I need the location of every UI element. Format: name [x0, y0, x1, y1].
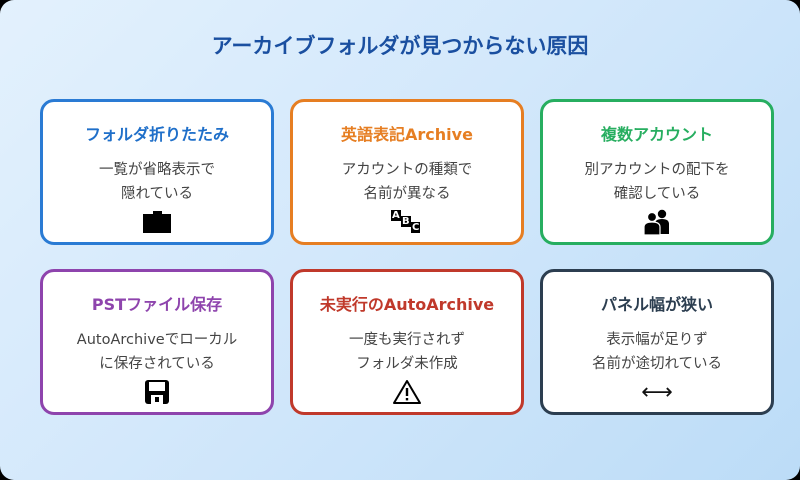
cause-card-english-archive: 英語表記Archive アカウントの種類で 名前が異なる A B C [290, 99, 524, 245]
cause-card-narrow-panel: パネル幅が狭い 表示幅が足りず 名前が途切れている ⟷ [540, 269, 774, 415]
card-description: 表示幅が足りず 名前が途切れている [591, 332, 723, 372]
diagram-title: アーカイブフォルダが見つからない原因 [211, 34, 589, 58]
card-description: 一覧が省略表示で 隠れている [99, 162, 215, 202]
card-title: PSTファイル保存 [91, 295, 223, 314]
floppy-disk-icon [43, 380, 271, 404]
warning-icon [293, 380, 521, 404]
card-description: アカウントの種類で 名前が異なる [341, 162, 473, 202]
card-title: フォルダ折りたたみ [84, 125, 229, 144]
card-description: 一度も実行されず フォルダ未作成 [349, 332, 465, 372]
cause-card-autoarchive-not-run: 未実行のAutoArchive 一度も実行されず フォルダ未作成 [290, 269, 524, 415]
card-title: 複数アカウント [600, 125, 713, 144]
cause-card-folder-collapsed: フォルダ折りたたみ 一覧が省略表示で 隠れている [40, 99, 274, 245]
abc-icon: A B C [391, 210, 421, 233]
users-icon [543, 209, 771, 235]
left-right-arrow-icon: ⟷ [641, 379, 673, 405]
cause-card-multiple-accounts: 複数アカウント 別アカウントの配下を 確認している [540, 99, 774, 245]
cause-card-pst-file: PSTファイル保存 AutoArchiveでローカル に保存されている [40, 269, 274, 415]
card-description: 別アカウントの配下を 確認している [584, 162, 730, 202]
card-description: AutoArchiveでローカル に保存されている [76, 332, 238, 372]
folder-icon [43, 210, 271, 234]
card-title: 未実行のAutoArchive [319, 295, 495, 314]
card-title: パネル幅が狭い [600, 295, 713, 314]
card-title: 英語表記Archive [341, 125, 473, 144]
